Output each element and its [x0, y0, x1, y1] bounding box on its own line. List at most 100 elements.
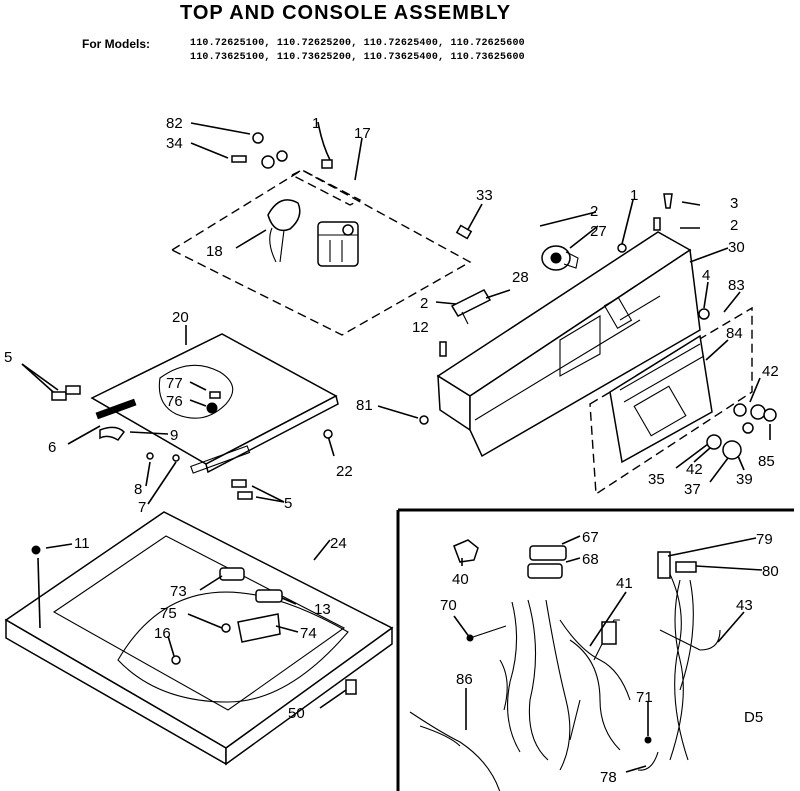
leader-line: [281, 597, 297, 605]
screw-part: [345, 679, 357, 695]
console-switch-bracket: [450, 289, 492, 325]
callout-label: 7: [138, 499, 146, 516]
leader-line: [189, 399, 207, 407]
leader-line: [145, 461, 151, 487]
leader-line: [717, 611, 745, 643]
callout-label: 77: [166, 375, 183, 392]
leader-line: [167, 635, 175, 657]
leader-line: [255, 496, 285, 503]
callout-label: 2: [730, 217, 738, 234]
callout-label: 81: [356, 397, 373, 414]
leader-line: [705, 339, 729, 361]
leader-line: [435, 301, 457, 305]
callout-label: 27: [590, 223, 607, 240]
leader-line: [565, 557, 581, 563]
callout-label: 68: [582, 551, 599, 568]
leader-line: [539, 211, 597, 227]
leader-line: [313, 539, 331, 561]
callout-label: 85: [758, 453, 775, 470]
callout-label: 76: [166, 393, 183, 410]
callout-label: 75: [160, 605, 177, 622]
leader-line: [190, 122, 251, 135]
callout-label: 71: [636, 689, 653, 706]
callout-label: 5: [4, 349, 12, 366]
models-label: For Models:: [82, 37, 150, 51]
control-panel-module: [589, 306, 753, 496]
leader-line: [709, 457, 729, 483]
callout-label: 20: [172, 309, 189, 326]
wiring-harness: [409, 539, 721, 791]
leader-line: [45, 543, 73, 549]
models-line: 110.73625100, 110.73625200, 110.73625400…: [190, 52, 525, 63]
leader-line: [749, 377, 761, 403]
wiring-inset-frame: [396, 508, 794, 791]
callout-label: 41: [616, 575, 633, 592]
screw-part: [698, 308, 710, 320]
callout-label: 18: [206, 243, 223, 260]
callout-label: 67: [582, 529, 599, 546]
diagram-header: TOP AND CONSOLE ASSEMBLY For Models: 110…: [0, 0, 800, 70]
callout-label: 22: [336, 463, 353, 480]
leader-line: [465, 203, 483, 234]
console-backsplash: [436, 231, 701, 458]
leader-line: [681, 201, 701, 206]
callout-label: 79: [756, 531, 773, 548]
callout-label: 39: [736, 471, 753, 488]
callout-label: 9: [170, 427, 178, 444]
switch-part: [317, 221, 359, 267]
screw-part: [455, 224, 473, 240]
leader-line: [675, 443, 709, 469]
callout-label: 73: [170, 583, 187, 600]
leader-line: [187, 613, 223, 629]
leader-line: [354, 137, 363, 181]
leader-line: [667, 537, 757, 557]
leader-line: [129, 431, 169, 435]
leader-line: [251, 485, 285, 503]
callout-label: 12: [412, 319, 429, 336]
callout-label: 70: [440, 597, 457, 614]
screw-part: [231, 479, 253, 500]
leader-line: [275, 625, 299, 633]
callout-label: 34: [166, 135, 183, 152]
callout-label: 37: [684, 481, 701, 498]
callout-label: 78: [600, 769, 617, 786]
leader-line: [327, 435, 335, 457]
washer-top: [4, 511, 394, 766]
callout-label: 50: [288, 705, 305, 722]
callout-label: 82: [166, 115, 183, 132]
leader-line: [689, 247, 729, 263]
models-line: 110.72625100, 110.72625200, 110.72625400…: [190, 38, 525, 49]
motor-part: [541, 245, 579, 271]
callout-label: 30: [728, 239, 745, 256]
callout-label: 24: [330, 535, 347, 552]
leader-line: [317, 121, 331, 161]
screw-part: [419, 415, 429, 425]
leader-line: [37, 557, 41, 629]
screw-part: [617, 243, 627, 253]
leader-line: [147, 461, 177, 505]
screw-part: [439, 341, 447, 357]
callout-label: 5: [284, 495, 292, 512]
control-bracket: [170, 169, 472, 336]
callout-labels: 82 34 1 17 33 2 27 1 3 2 30 18 28 2 12 4…: [4, 115, 779, 786]
leader-line: [235, 229, 267, 249]
callout-label: 3: [730, 195, 738, 212]
callout-label: 16: [154, 625, 171, 642]
leader-line: [453, 615, 471, 639]
timer-part: [267, 199, 301, 263]
leader-line: [695, 565, 763, 571]
leader-line: [377, 405, 419, 419]
callout-label: 28: [512, 269, 529, 286]
callout-label: 40: [452, 571, 469, 588]
leader-line: [199, 575, 223, 591]
callout-label: 2: [420, 295, 428, 312]
callout-label: 74: [300, 625, 317, 642]
callout-label: 80: [762, 563, 779, 580]
callout-label: 33: [476, 187, 493, 204]
leader-line: [569, 225, 599, 249]
callout-label: 11: [74, 535, 90, 552]
callout-label: 1: [630, 187, 638, 204]
leader-line: [319, 689, 347, 709]
leader-line: [561, 535, 581, 545]
callout-label: 6: [48, 439, 56, 456]
